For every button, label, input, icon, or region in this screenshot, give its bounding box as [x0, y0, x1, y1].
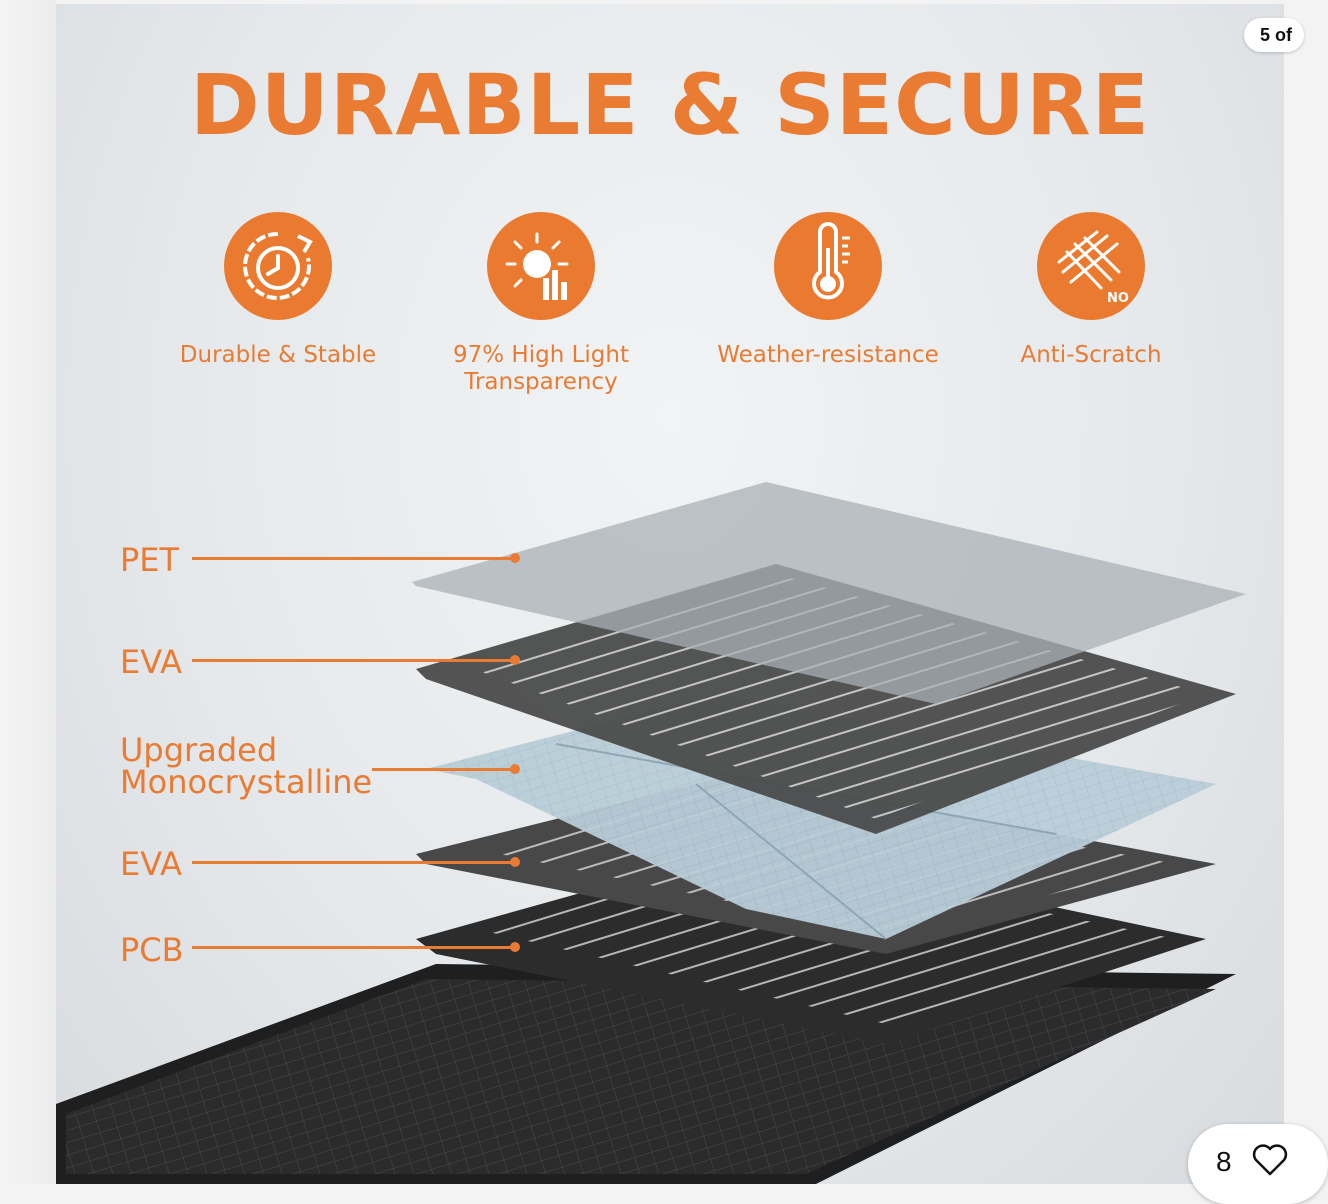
sun-light-icon — [487, 212, 595, 320]
callout-line — [192, 659, 512, 662]
clock-arrow-icon — [224, 212, 332, 320]
layer-label-pet: PET — [120, 541, 180, 579]
feature-label: Weather-resistance — [717, 342, 939, 368]
layer-label-eva-lower: EVA — [120, 845, 182, 883]
feature-weather-resistance: Weather-resistance — [698, 212, 958, 369]
callout-line — [192, 557, 512, 560]
feature-label: Anti-Scratch — [1020, 342, 1162, 368]
layer-label-pcb: PCB — [120, 931, 184, 969]
scratch-no-icon: NO — [1037, 212, 1145, 320]
product-image[interactable]: DURABLE & SECURE Durable & Stable — [56, 4, 1284, 1184]
image-counter: 5 of — [1244, 18, 1304, 52]
callout-dot — [510, 553, 520, 563]
solar-panel-layers-illustration — [56, 482, 1246, 1184]
feature-anti-scratch: NO Anti-Scratch — [961, 212, 1221, 369]
callout-dot — [510, 655, 520, 665]
thermometer-icon — [774, 212, 882, 320]
headline: DURABLE & SECURE — [189, 56, 1151, 154]
feature-light-transparency: 97% High Light Transparency — [411, 212, 671, 396]
layer-label-eva-upper: EVA — [120, 643, 182, 681]
feature-durable-stable: Durable & Stable — [148, 212, 408, 369]
left-gutter — [0, 0, 56, 1184]
callout-line — [372, 768, 512, 771]
callout-line — [192, 946, 512, 949]
feature-label: 97% High Light Transparency — [452, 342, 629, 395]
no-badge: NO — [1107, 291, 1129, 306]
callout-line — [192, 861, 512, 864]
watch-button[interactable]: 8 — [1188, 1124, 1328, 1204]
layer-pet — [412, 482, 1246, 704]
callout-dot — [510, 942, 520, 952]
feature-label: Durable & Stable — [179, 342, 377, 368]
callout-dot — [510, 764, 520, 774]
heart-icon — [1252, 1144, 1288, 1176]
callout-dot — [510, 857, 520, 867]
layer-label-monocrystalline: Upgraded Monocrystalline — [120, 731, 373, 801]
watch-count: 8 — [1216, 1146, 1232, 1177]
